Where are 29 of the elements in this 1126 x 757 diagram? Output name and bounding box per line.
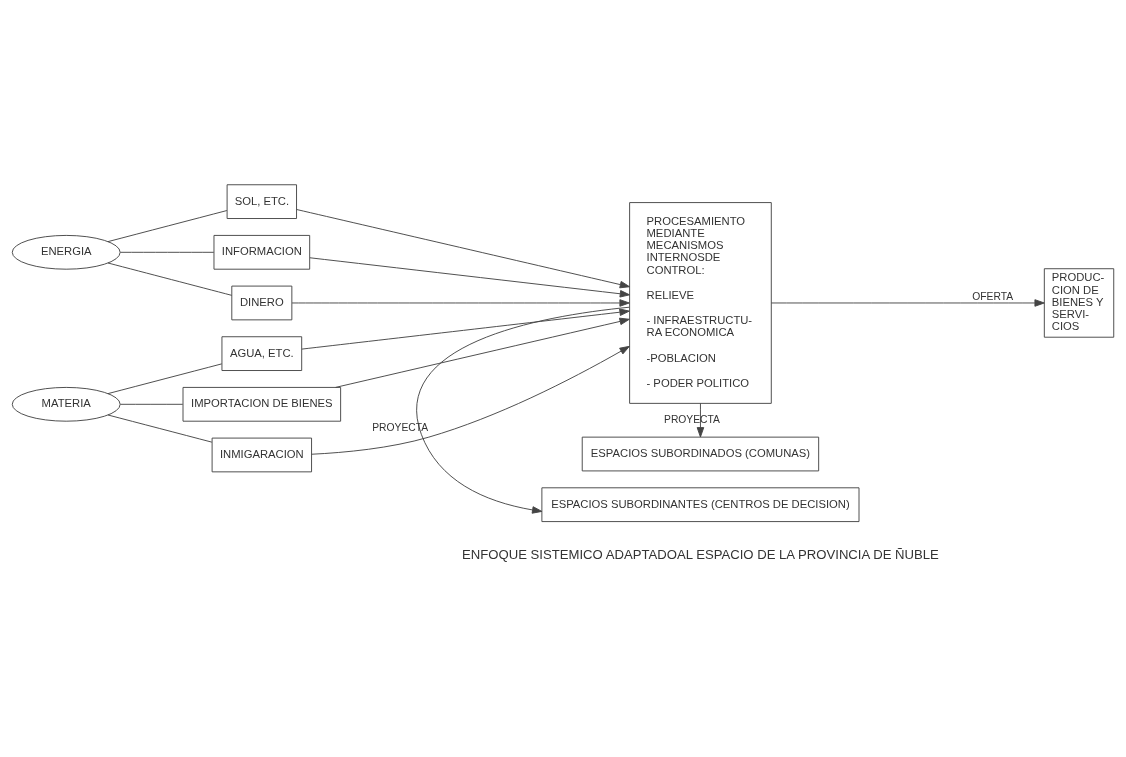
connector	[107, 363, 223, 395]
connector	[107, 262, 233, 296]
node-box: DINERO	[231, 285, 293, 321]
node-box: INMIGARACION	[211, 437, 313, 473]
arrow	[335, 317, 630, 388]
edge-label: PROYECTA	[372, 422, 429, 434]
node-ellipse: MATERIA	[11, 386, 121, 422]
edge-label: OFERTA	[972, 290, 1014, 302]
connector	[119, 403, 184, 405]
node-box: ESPACIOS SUBORDINADOS (COMUNAS)	[581, 436, 820, 472]
node-box: PROCESAMIENTO MEDIANTE MECANISMOS INTERNOSDE CONTROL: RELIEVE - INFRAESTRUCTU- RA ECONOMICA -POBLACION - PODER POLITICO	[629, 202, 772, 404]
arrow	[296, 209, 631, 289]
arrow	[416, 306, 630, 514]
node-box: AGUA, ETC.	[221, 336, 303, 371]
connector	[107, 210, 228, 243]
arrow	[770, 299, 1045, 307]
node-ellipse: ENERGIA	[11, 234, 121, 270]
node-box: SOL, ETC.	[226, 184, 297, 219]
arrow	[291, 299, 630, 307]
node-box: ESPACIOS SUBORDINANTES (CENTROS DE DECISION)	[541, 487, 860, 523]
node-box: PRODUC- CION DE BIENES Y SERVI- CIOS	[1043, 268, 1115, 338]
node-box: IMPORTACION DE BIENES	[182, 386, 342, 422]
connector	[107, 414, 213, 443]
arrow	[311, 345, 630, 455]
arrow	[309, 257, 631, 298]
connector	[119, 251, 215, 253]
arrow	[301, 308, 630, 350]
node-box: INFORMACION	[213, 234, 311, 270]
label: ENFOQUE SISTEMICO ADAPTADOAL ESPACIO DE LA PROVINCIA DE ÑUBLE	[462, 546, 939, 562]
